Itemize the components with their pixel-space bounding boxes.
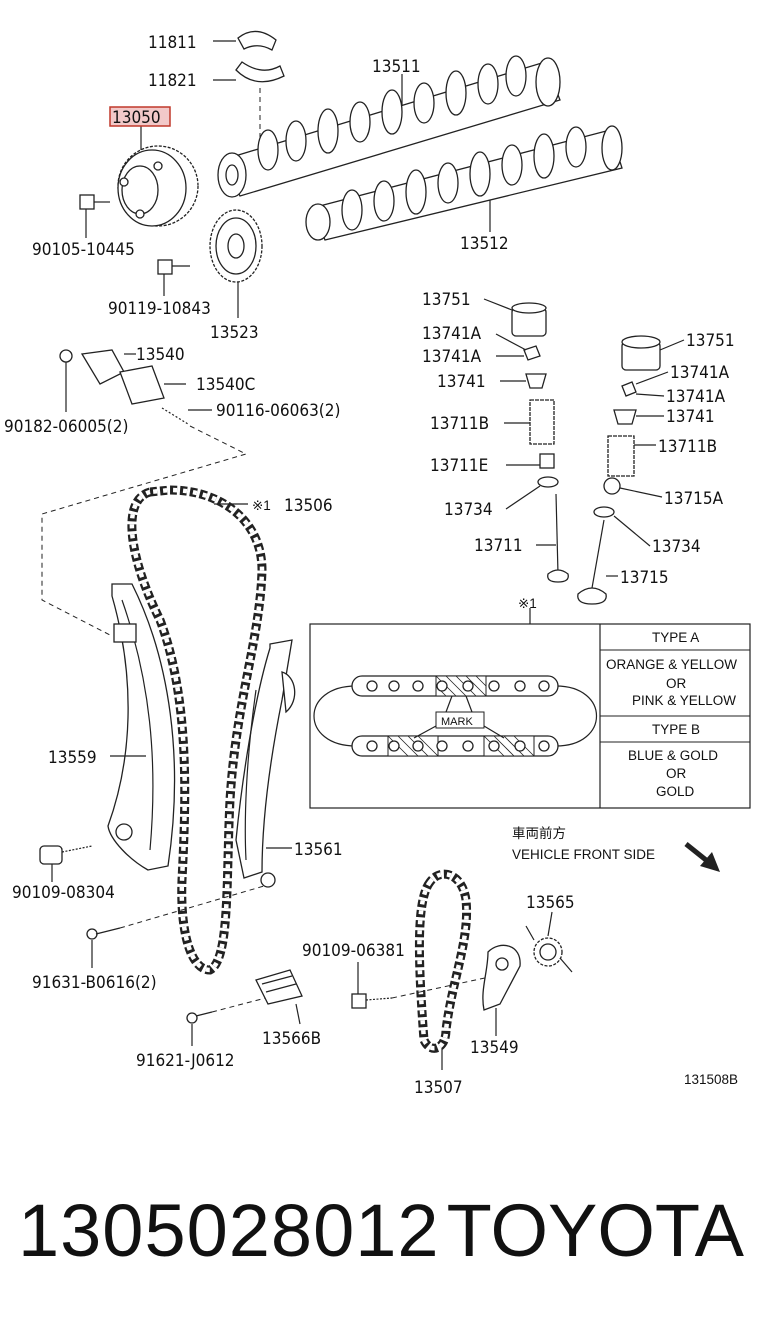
oil-pump-chain-13507[interactable] — [414, 869, 472, 1053]
label-90105: 90105-10445 — [32, 240, 135, 260]
parts-diagram: 11811 11821 13050 13511 13512 90105-1044… — [4, 30, 751, 1098]
inset-type-b-color-3: GOLD — [656, 784, 695, 799]
bearing-11811[interactable] — [237, 30, 277, 51]
bolt-90109-08304[interactable] — [39, 845, 93, 882]
stud-90116[interactable] — [161, 407, 212, 425]
gasket-13540c[interactable] — [119, 365, 186, 405]
bearing-11821[interactable] — [235, 61, 285, 83]
diagram-code: 131508B — [684, 1072, 738, 1087]
seal-13711e[interactable] — [539, 453, 555, 469]
retainer-13741-b[interactable] — [613, 409, 637, 425]
label-13741a-a: 13741A — [422, 324, 482, 344]
footer: 1305028012 TOYOTA — [0, 1180, 760, 1290]
label-13711e: 13711E — [430, 456, 488, 476]
keeper-13741a-a[interactable] — [523, 345, 541, 361]
label-13741a-b: 13741A — [422, 347, 482, 367]
bolt-90119[interactable] — [157, 259, 190, 296]
valve-13715[interactable] — [577, 519, 607, 605]
label-90116: 90116-06063(2) — [216, 401, 340, 421]
front-direction-arrow — [684, 842, 720, 872]
label-13506: 13506 — [284, 496, 333, 516]
inset-mark-label: MARK — [441, 716, 473, 728]
label-13507: 13507 — [414, 1078, 463, 1098]
label-11821: 11821 — [148, 71, 197, 91]
damper-13566b[interactable] — [255, 969, 303, 1025]
label-91631: 91631-B0616(2) — [32, 973, 157, 993]
valve-13711[interactable] — [547, 493, 569, 583]
inset-type-a-color-3: PINK & YELLOW — [632, 693, 736, 708]
spring-13711b-a[interactable] — [529, 399, 555, 445]
label-13715a: 13715A — [664, 489, 724, 509]
label-11811: 11811 — [148, 33, 197, 53]
tensioner-arm-13549[interactable] — [482, 944, 521, 1011]
label-90109-08304: 90109-08304 — [12, 883, 115, 903]
label-13734-a: 13734 — [444, 500, 493, 520]
label-13734-b: 13734 — [652, 537, 701, 557]
direction-label-en: VEHICLE FRONT SIDE — [512, 847, 655, 862]
bolt-91631[interactable] — [86, 885, 265, 968]
keeper-13741a-b[interactable] — [621, 381, 637, 397]
label-13565: 13565 — [526, 893, 575, 913]
label-13561: 13561 — [294, 840, 343, 860]
label-13711: 13711 — [474, 536, 523, 556]
label-13523: 13523 — [210, 323, 259, 343]
inset-type-b-color-2: OR — [666, 766, 687, 781]
inset-type-b: TYPE B — [652, 722, 700, 737]
sprocket-13523[interactable] — [209, 209, 263, 283]
spring-13711b-b[interactable] — [607, 435, 635, 477]
washer-13734-b[interactable] — [593, 506, 615, 518]
label-13741-b: 13741 — [666, 407, 715, 427]
label-13540: 13540 — [136, 345, 185, 365]
camshaft-13512[interactable] — [305, 125, 623, 241]
washer-13734-a[interactable] — [537, 476, 559, 488]
direction-label-jp: 車両前方 — [512, 825, 566, 841]
lifter-13751-b[interactable] — [621, 335, 661, 371]
chain-damper-13561[interactable] — [235, 639, 296, 888]
vvt-sprocket-13050[interactable] — [117, 145, 199, 227]
chain-guide-13559[interactable] — [107, 583, 176, 871]
label-13751-b: 13751 — [686, 331, 735, 351]
label-13566b: 13566B — [262, 1029, 321, 1049]
label-13050: 13050 — [112, 108, 161, 128]
label-13741a-d: 13741A — [666, 387, 726, 407]
label-13506-mark: ※1 — [252, 498, 271, 513]
label-13741a-c: 13741A — [670, 363, 730, 383]
inset-type-a-color-1: ORANGE & YELLOW — [606, 657, 737, 672]
brand-name: TOYOTA — [446, 1189, 744, 1272]
label-13715: 13715 — [620, 568, 669, 588]
label-13559: 13559 — [48, 748, 97, 768]
label-13540c: 13540C — [196, 375, 255, 395]
label-90182: 90182-06005(2) — [4, 417, 128, 437]
label-13751-a: 13751 — [422, 290, 471, 310]
spring-13565[interactable] — [525, 925, 573, 973]
label-13711b-a: 13711B — [430, 414, 489, 434]
label-91621: 91621-J0612 — [136, 1051, 235, 1071]
seal-13715a[interactable] — [603, 477, 621, 495]
bolt-90105[interactable] — [79, 194, 110, 238]
retainer-13741-a[interactable] — [525, 373, 547, 389]
nut-90182[interactable] — [59, 349, 73, 412]
bolt-90109-06381[interactable] — [351, 962, 495, 1009]
highlight-13050 — [109, 106, 171, 127]
label-13711b-b: 13711B — [658, 437, 717, 457]
camshaft-13511[interactable] — [217, 55, 561, 198]
chain-mark-inset — [309, 608, 751, 809]
label-13511: 13511 — [372, 57, 421, 77]
label-13512: 13512 — [460, 234, 509, 254]
lifter-13751-a[interactable] — [511, 302, 547, 337]
label-13741-a: 13741 — [437, 372, 486, 392]
timing-chain-13506[interactable] — [127, 485, 267, 975]
label-90109-06381: 90109-06381 — [302, 941, 405, 961]
part-number: 1305028012 — [18, 1189, 440, 1272]
label-13549: 13549 — [470, 1038, 519, 1058]
inset-type-a: TYPE A — [652, 630, 699, 645]
inset-type-b-color-1: BLUE & GOLD — [628, 748, 718, 763]
inset-type-a-color-2: OR — [666, 676, 687, 691]
inset-ref-mark: ※1 — [518, 596, 537, 611]
label-90119: 90119-10843 — [108, 299, 211, 319]
